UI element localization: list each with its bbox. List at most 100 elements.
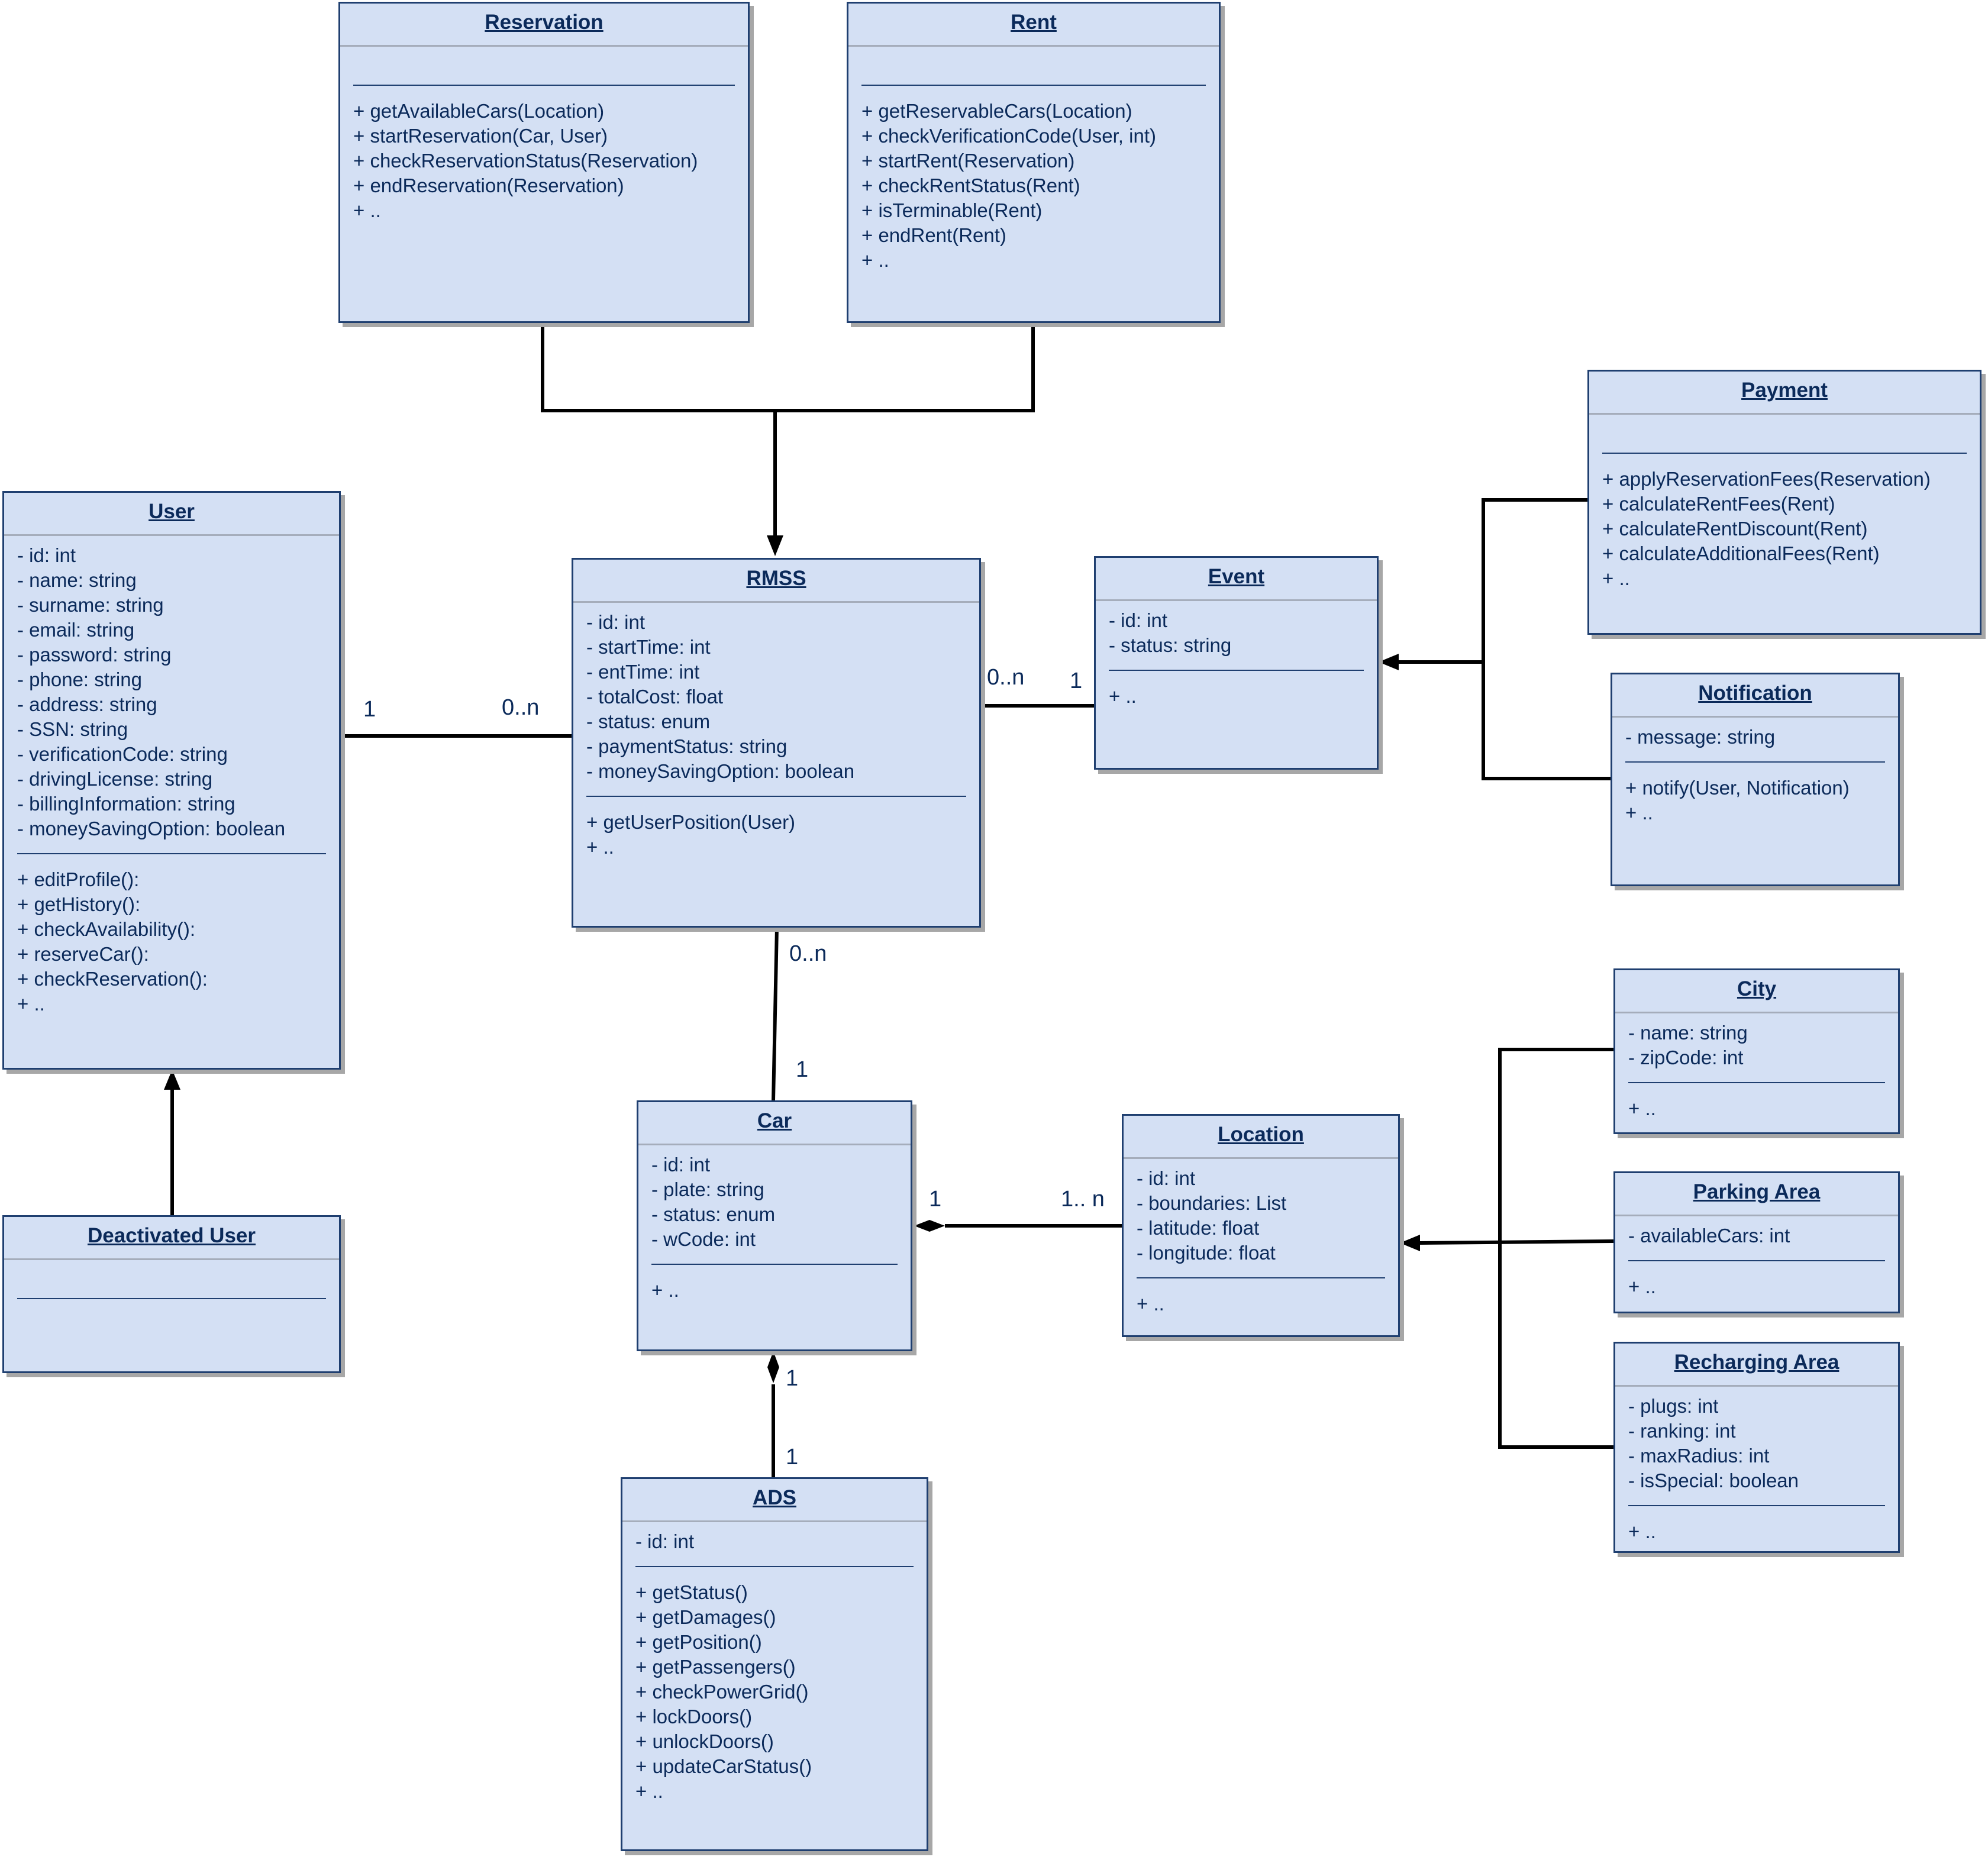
user-arrowhead <box>164 1070 180 1090</box>
operation: + getHistory(): <box>17 893 141 915</box>
operation: + checkPowerGrid() <box>635 1681 809 1703</box>
attribute-list: - message: string <box>1625 725 1885 750</box>
operation-list: + .. <box>1628 1096 1885 1121</box>
attribute-list: - id: int- status: string <box>1109 608 1364 658</box>
attribute-list: - id: int <box>635 1529 914 1554</box>
class-car[interactable]: Car- id: int- plate: string- status: enu… <box>637 1100 912 1351</box>
multiplicity-ads-side: 1 <box>786 1445 799 1470</box>
class-user[interactable]: User- id: int- name: string- surname: st… <box>2 491 341 1070</box>
class-reservation[interactable]: Reservation+ getAvailableCars(Location)+… <box>338 2 750 323</box>
attribute-list: - plugs: int- ranking: int- maxRadius: i… <box>1628 1394 1885 1493</box>
compartment-divider <box>1625 761 1885 763</box>
class-deactivated-user[interactable]: Deactivated User <box>2 1215 341 1373</box>
operation: + startRent(Reservation) <box>861 150 1075 172</box>
operation: + isTerminable(Rent) <box>861 199 1043 221</box>
class-body-rmss: - id: int- startTime: int- entTime: int-… <box>573 603 979 860</box>
compartment-divider <box>635 1566 914 1567</box>
class-ads[interactable]: ADS- id: int+ getStatus()+ getDamages()+… <box>621 1477 928 1851</box>
class-recharging-area[interactable]: Recharging Area- plugs: int- ranking: in… <box>1613 1342 1900 1553</box>
compartment-divider <box>1109 670 1364 671</box>
attribute: - moneySavingOption: boolean <box>586 760 855 782</box>
attribute: - id: int <box>651 1154 711 1176</box>
operation: + applyReservationFees(Reservation) <box>1602 468 1931 490</box>
attribute: - drivingLicense: string <box>17 768 213 790</box>
operation: + checkRentStatus(Rent) <box>861 175 1080 196</box>
operation-list: + getReservableCars(Location)+ checkVeri… <box>861 99 1206 273</box>
operation: + notify(User, Notification) <box>1625 777 1850 799</box>
attribute: - isSpecial: boolean <box>1628 1470 1799 1491</box>
operation: + calculateAdditionalFees(Rent) <box>1602 542 1880 564</box>
rmss-car-association <box>772 927 779 1101</box>
class-name-reservation: Reservation <box>340 4 748 47</box>
class-location[interactable]: Location- id: int- boundaries: List- lat… <box>1122 1114 1400 1337</box>
class-body-recharging-area: - plugs: int- ranking: int- maxRadius: i… <box>1615 1387 1898 1544</box>
class-event[interactable]: Event - id: int- status: string + .. <box>1094 556 1379 770</box>
compartment-divider <box>861 85 1206 86</box>
notification-to-event-connector <box>1482 662 1611 780</box>
operation-list: + getStatus()+ getDamages()+ getPosition… <box>635 1580 914 1804</box>
operation: + unlockDoors() <box>635 1730 774 1752</box>
attribute: - email: string <box>17 619 135 641</box>
attribute: - surname: string <box>17 594 164 616</box>
operation: + .. <box>1628 1520 1656 1542</box>
class-body-deactivated-user <box>4 1260 339 1299</box>
attribute: - id: int <box>586 611 646 633</box>
class-body-payment: + applyReservationFees(Reservation) + cal… <box>1589 415 1980 591</box>
operation-list: + editProfile():+ getHistory():+ checkAv… <box>17 867 326 1016</box>
attribute-list: - id: int- plate: string- status: enum- … <box>651 1152 898 1252</box>
ads-diamond <box>767 1351 779 1383</box>
class-payment[interactable]: Payment+ applyReservationFees(Reservatio… <box>1587 370 1981 635</box>
city-to-location-connector <box>1498 1048 1613 1242</box>
compartment-divider <box>586 796 966 797</box>
attribute-list: - id: int- startTime: int- entTime: int-… <box>586 610 966 784</box>
attribute: - id: int <box>17 544 76 566</box>
operation: + calculateRentDiscount(Rent) <box>1602 518 1868 540</box>
attribute: - maxRadius: int <box>1628 1445 1770 1467</box>
parking-to-location-connector <box>1419 1239 1614 1245</box>
class-rmss[interactable]: RMSS - id: int- startTime: int- entTime: … <box>572 558 981 928</box>
class-body-event: - id: int- status: string + .. <box>1096 601 1377 709</box>
operation: + .. <box>1625 802 1653 824</box>
operation: + checkVerificationCode(User, int) <box>861 125 1156 147</box>
attribute: - wCode: int <box>651 1228 756 1250</box>
compartment-divider <box>1602 453 1967 454</box>
operation-list: + .. <box>651 1278 898 1303</box>
operation: + .. <box>651 1279 679 1301</box>
attribute: - id: int <box>1109 609 1168 631</box>
operation: + checkReservation(): <box>17 968 208 990</box>
attribute: - plate: string <box>651 1178 764 1200</box>
multiplicity-rmss-user-side: 0..n <box>502 695 540 720</box>
compartment-divider <box>651 1264 898 1265</box>
class-city[interactable]: City- name: string- zipCode: int+ .. <box>1613 968 1900 1134</box>
operation: + .. <box>586 836 614 858</box>
attribute-list: - id: int- boundaries: List- latitude: f… <box>1137 1166 1385 1265</box>
class-name-event: Event <box>1096 558 1377 601</box>
class-name-rmss: RMSS <box>573 560 979 603</box>
reservation-to-rmss-connector <box>541 322 775 412</box>
attribute: - message: string <box>1625 726 1776 748</box>
attribute: - availableCars: int <box>1628 1225 1790 1247</box>
compartment-divider <box>1137 1277 1385 1278</box>
operation: + startReservation(Car, User) <box>353 125 608 147</box>
operation-list: + .. <box>1628 1519 1885 1544</box>
attribute: - id: int <box>635 1530 695 1552</box>
class-parking-area[interactable]: Parking Area- availableCars: int+ .. <box>1613 1171 1900 1313</box>
rmss-arrowhead <box>767 535 783 556</box>
operation: + .. <box>861 249 889 271</box>
class-body-notification: - message: string + notify(User, Notifica… <box>1612 718 1898 825</box>
compartment-divider <box>1628 1082 1885 1083</box>
compartment-divider <box>17 1298 326 1299</box>
operation: + .. <box>1109 685 1137 707</box>
attribute: - billingInformation: string <box>17 793 235 815</box>
attribute: - id: int <box>1137 1167 1196 1189</box>
class-rent[interactable]: Rent+ getReservableCars(Location)+ check… <box>847 2 1221 323</box>
multiplicity-location-side: 1.. n <box>1061 1187 1105 1212</box>
attribute-list: - availableCars: int <box>1628 1223 1885 1248</box>
attribute: - latitude: float <box>1137 1217 1260 1239</box>
attribute: - verificationCode: string <box>17 743 228 765</box>
attribute-list: - name: string- zipCode: int <box>1628 1021 1885 1070</box>
class-notification[interactable]: Notification- message: string+ notify(Us… <box>1611 673 1900 886</box>
operation: + endReservation(Reservation) <box>353 175 624 196</box>
operation-list: + .. <box>1109 684 1364 709</box>
attribute-list <box>353 54 735 73</box>
